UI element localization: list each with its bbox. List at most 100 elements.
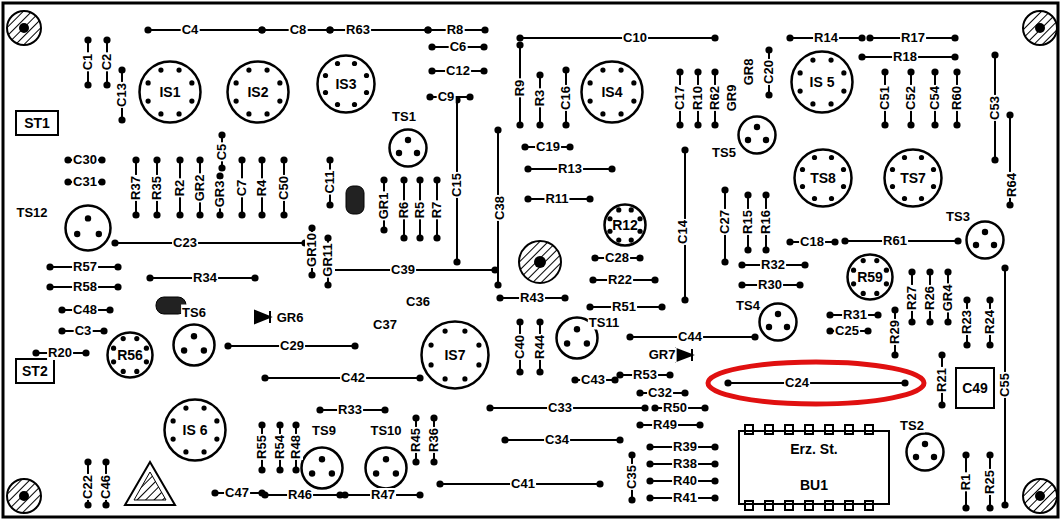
component-circle [302, 448, 343, 489]
pin-pad [861, 291, 866, 296]
pin-pad [319, 456, 325, 462]
component-label: C53 [988, 95, 1002, 121]
transistor-symbol: TS11 [555, 316, 599, 360]
component-label: C54 [928, 85, 942, 111]
transistor-symbol: TS6 [172, 323, 216, 367]
pin-pad [329, 470, 335, 476]
pin-pad [383, 456, 389, 462]
component-label: R13 [557, 162, 583, 176]
component-circle [739, 117, 776, 154]
component-circle [390, 130, 427, 167]
component-label: R53 [632, 368, 658, 382]
pin-pad [584, 340, 590, 346]
pin-pad [335, 102, 340, 107]
component-label: R30 [757, 278, 783, 292]
ic-socket: IS2 [226, 60, 290, 124]
transistor-label: TS1 [391, 109, 417, 124]
component-label: R51 [611, 300, 637, 314]
pin-pad [352, 102, 357, 107]
transistor-label: TS11 [588, 315, 620, 330]
pin-pad [405, 137, 411, 143]
component-label: R22 [607, 273, 633, 287]
pin-pad [462, 328, 467, 333]
component-label: R61 [882, 234, 908, 248]
component-label: C28 [604, 251, 630, 265]
component-label: C43 [580, 373, 606, 387]
diode-symbol [255, 311, 270, 323]
component-lead [728, 382, 905, 384]
component-label: R48 [289, 434, 303, 460]
pin-pad [637, 229, 642, 234]
component-label: C50 [277, 175, 291, 201]
component-label: R50 [662, 401, 688, 415]
pin-pad [121, 369, 126, 374]
hole-center [534, 256, 546, 268]
pin-pad [442, 328, 447, 333]
part-label: C49 [962, 381, 988, 396]
ferrite-bead [346, 186, 364, 214]
component-label: C55 [998, 372, 1012, 398]
component-label: R24 [983, 309, 997, 335]
component-label: R49 [652, 418, 678, 432]
part-label: ST1 [24, 116, 50, 131]
pin-pad [158, 111, 163, 116]
component-label: C4 [181, 23, 200, 37]
esd-warning-symbol [125, 462, 175, 505]
component-label: GR10 [305, 232, 319, 268]
component-label: R20 [47, 346, 73, 360]
component-label: R26 [923, 285, 937, 311]
pin-pad [201, 406, 206, 411]
transistor-symbol-outline [737, 115, 777, 155]
part-label: R12 [612, 218, 638, 233]
transistor-label: TS6 [181, 305, 207, 320]
component-label: R60 [950, 85, 964, 111]
component-label: C7 [235, 179, 249, 198]
transistor-symbol-outline [905, 432, 945, 472]
pin-pad [564, 340, 570, 346]
pin-pad [214, 418, 219, 423]
component-label: C27 [718, 209, 732, 235]
component-label: C17 [673, 85, 687, 111]
component-label: C1 [81, 53, 95, 72]
transistor-symbol-outline [758, 302, 798, 342]
pin-pad [931, 454, 937, 460]
component-label: C11 [323, 169, 337, 194]
component-label: C52 [904, 85, 918, 111]
component-label: C12 [445, 64, 471, 78]
capacitor-box: C49 [955, 367, 995, 409]
pin-pad [373, 470, 379, 476]
component-label: C15 [450, 172, 464, 198]
pin-pad [841, 167, 846, 172]
component-label: C42 [340, 371, 366, 385]
pin-pad [574, 326, 580, 332]
part-label: BU1 [800, 478, 828, 493]
component-circle [967, 222, 1004, 259]
pin-pad [428, 342, 433, 347]
component-label: C25 [834, 324, 860, 338]
pin-pad [191, 333, 197, 339]
component-label: R44 [533, 334, 547, 360]
diode-symbol [676, 349, 692, 361]
ic-socket: IS4 [580, 60, 644, 124]
pin-pad [442, 376, 447, 381]
component-label: R62 [708, 85, 722, 111]
pin-pad [919, 196, 924, 201]
component-circle [582, 62, 643, 123]
pin-pad [800, 184, 805, 189]
pin-pad [618, 111, 623, 116]
part-label: TS7 [900, 171, 926, 186]
component-label: R17 [900, 31, 926, 45]
pin-pad [323, 73, 328, 78]
pin-pad [111, 359, 116, 364]
component-label: GR4 [941, 284, 955, 313]
component-label: R1 [959, 473, 973, 492]
hole-center [19, 491, 29, 501]
component-label: C44 [677, 330, 703, 344]
component-label: R41 [672, 491, 698, 505]
pin-pad [462, 376, 467, 381]
pin-pad [828, 58, 833, 63]
pin-pad [600, 68, 605, 73]
component-label: GR1 [377, 192, 391, 221]
component-circle [848, 255, 893, 300]
pin-pad [234, 98, 239, 103]
